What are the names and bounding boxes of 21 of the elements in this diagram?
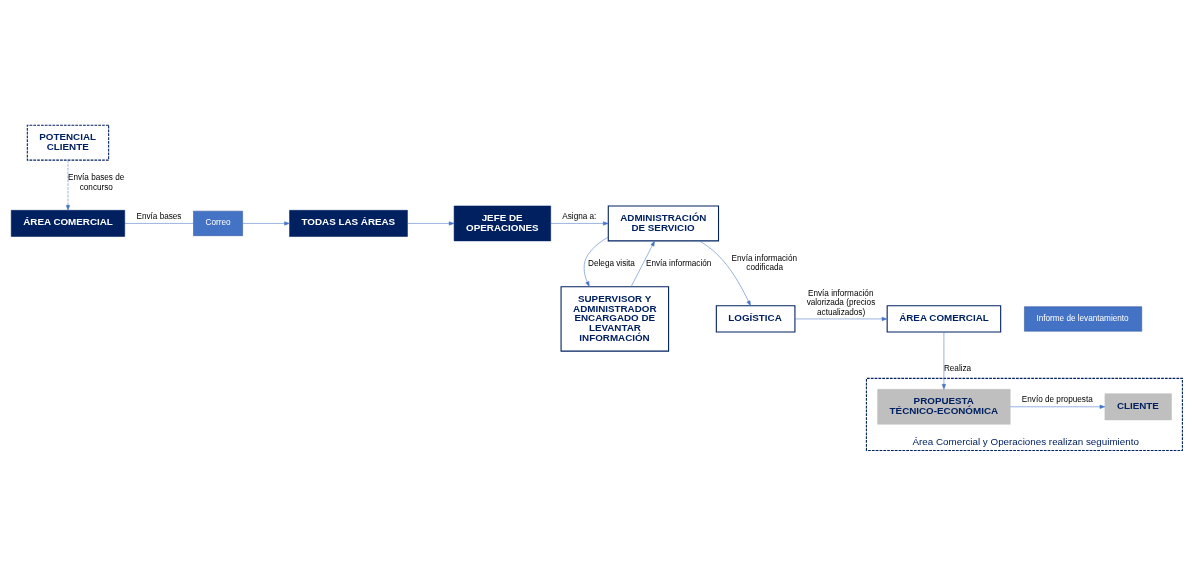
node-box: ÁREA COMERCIAL <box>886 304 1002 333</box>
arrow <box>407 220 455 225</box>
node-box: ÁREA COMERCIAL <box>10 209 125 237</box>
arrow <box>242 220 290 225</box>
arrow <box>583 236 609 287</box>
connector <box>124 222 194 224</box>
node-box: POTENCIAL CLIENTE <box>26 124 110 161</box>
arrow <box>1009 404 1106 409</box>
node-box: ADMINISTRACIÓN DE SERVICIO <box>607 204 720 241</box>
node-box: LOGÍSTICA <box>715 304 796 333</box>
arrow <box>699 240 751 306</box>
arrow <box>794 316 888 321</box>
node-box: CLIENTE <box>1104 392 1172 420</box>
node-box: SUPERVISOR Y ADMINISTRADOR ENCARGADO DE LEVANTAR INFORMACIÓN <box>560 285 670 352</box>
node-box: JEFE DE OPERACIONES <box>453 205 551 241</box>
node-box: PROPUESTA TÉCNICO-ECONÓMICA <box>877 388 1011 425</box>
arrow <box>550 220 609 225</box>
arrow <box>941 331 946 390</box>
node-box: TODAS LAS ÁREAS <box>289 209 408 237</box>
arrow <box>630 240 655 287</box>
arrow <box>66 159 70 210</box>
